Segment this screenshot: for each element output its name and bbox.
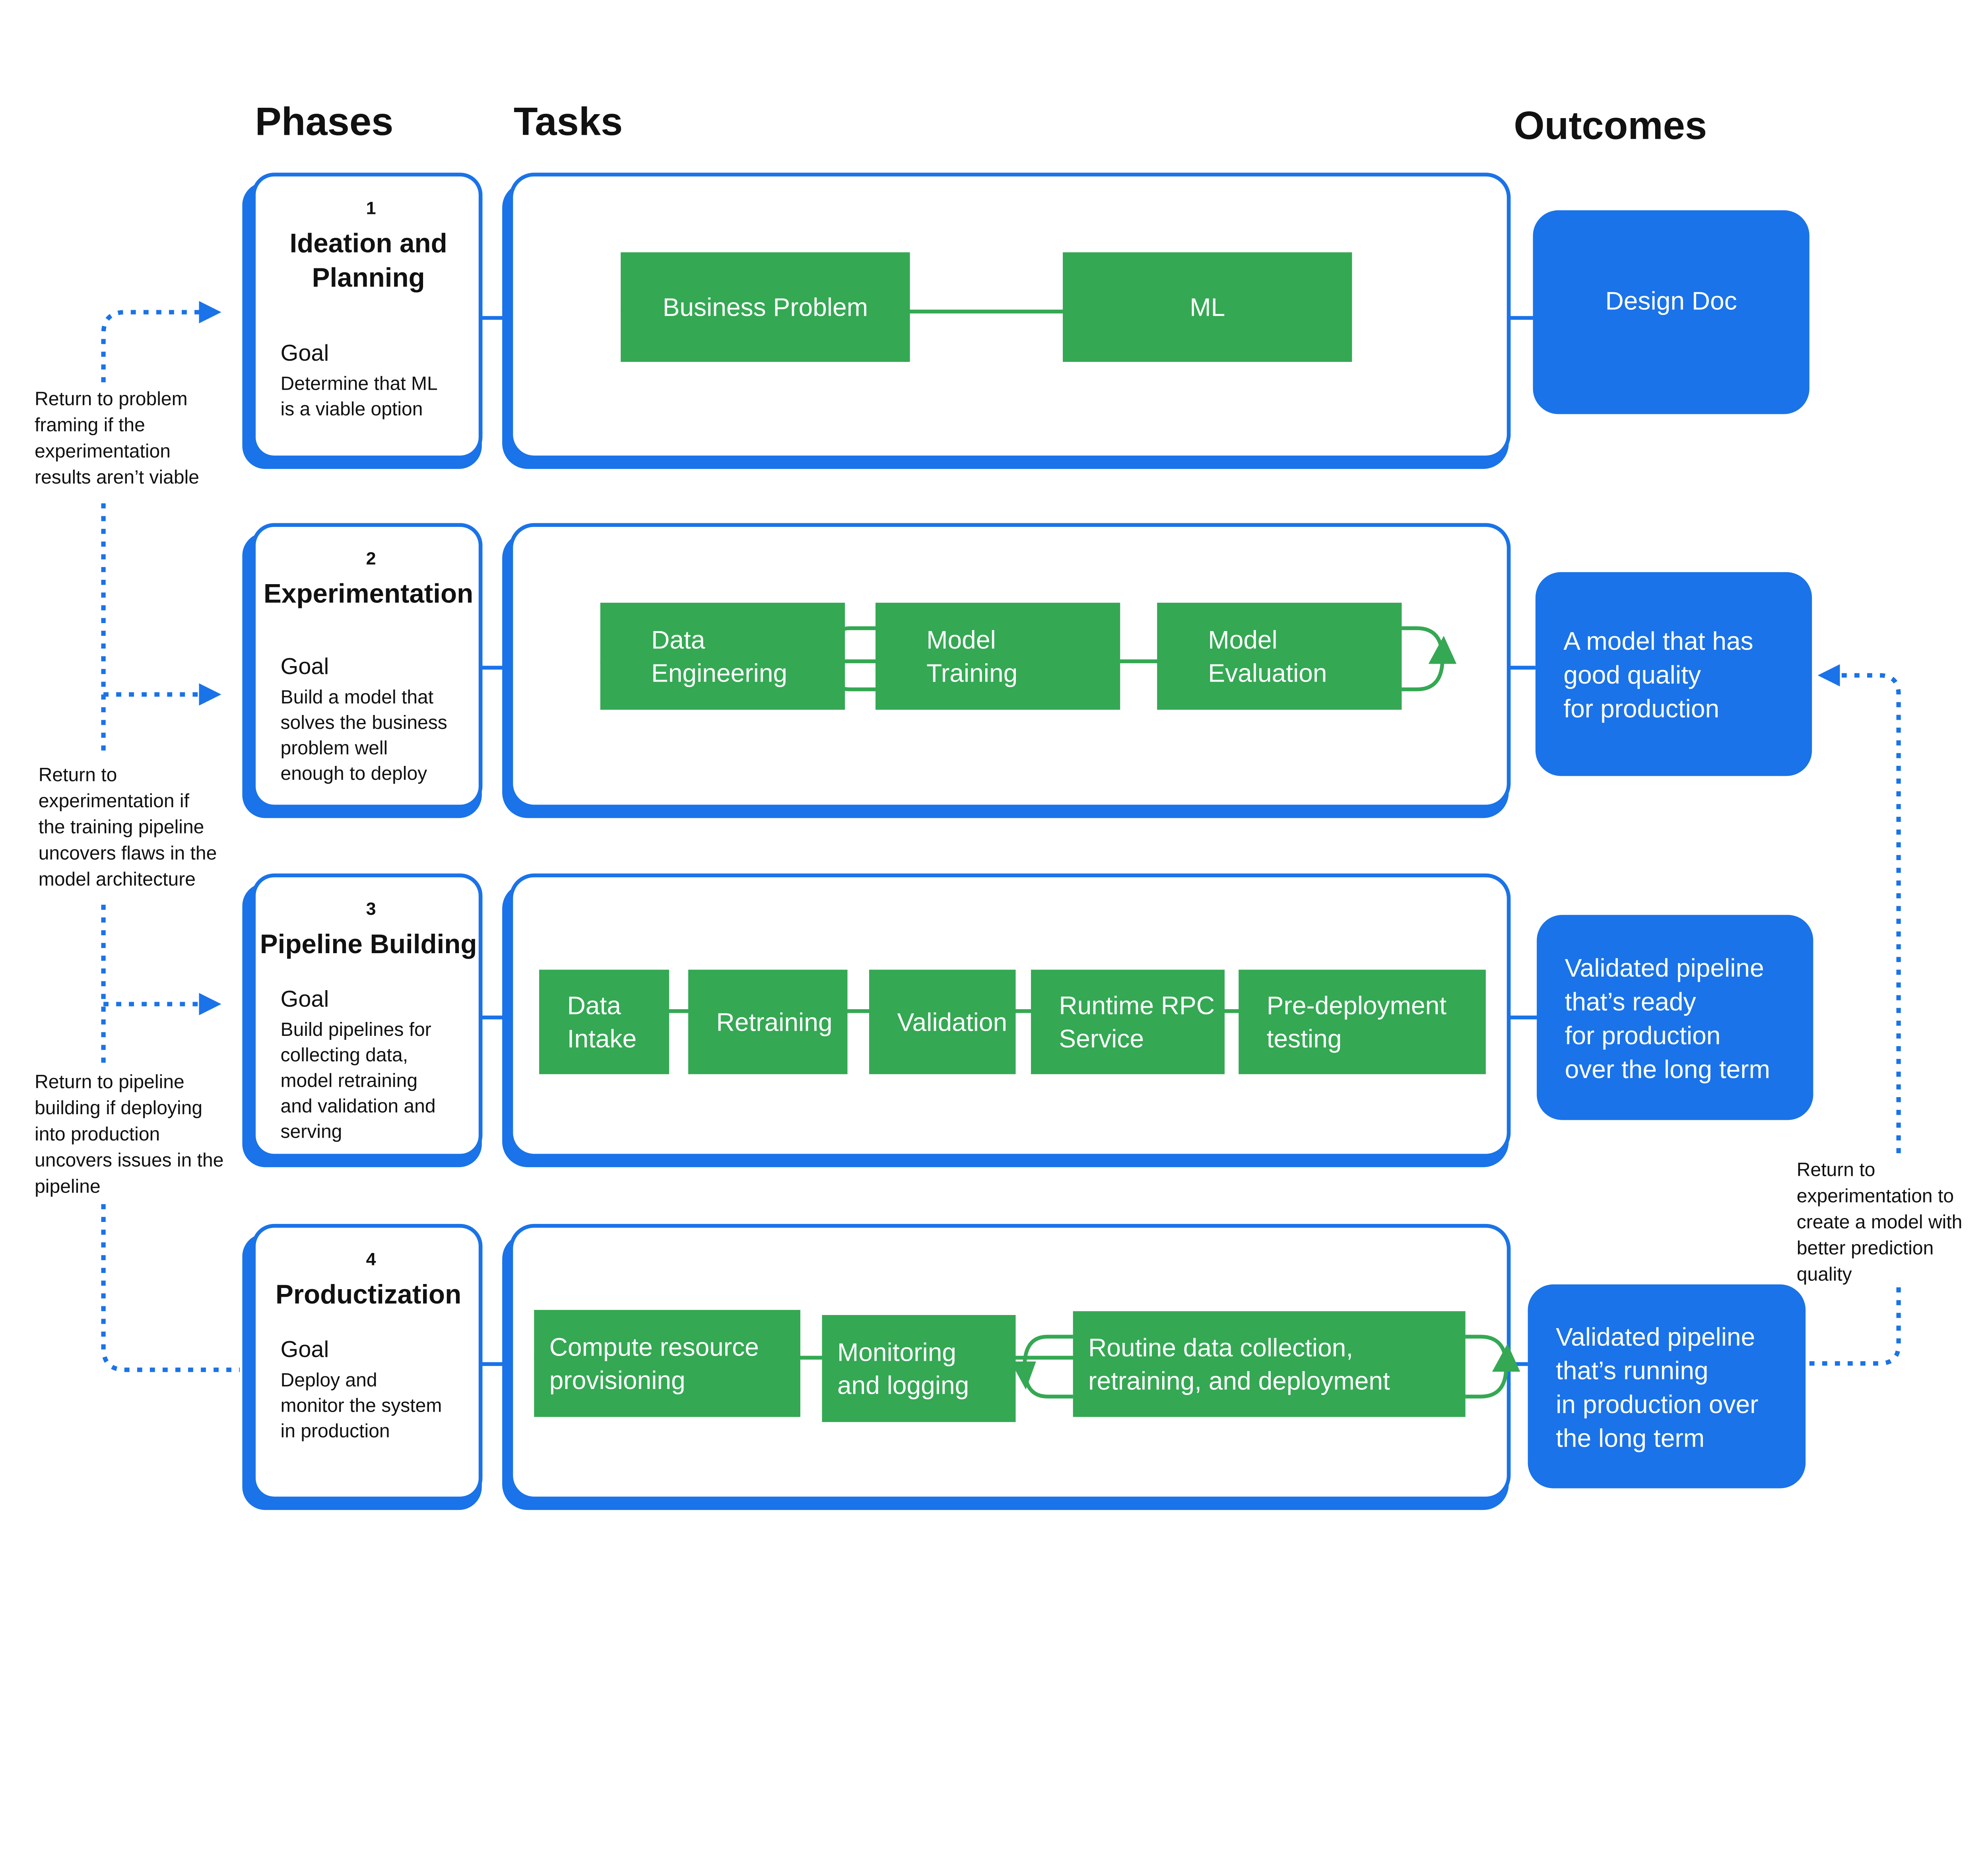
task-box <box>534 1310 800 1417</box>
phase-card <box>252 873 483 1158</box>
feedback-line-from-productization <box>101 1204 240 1372</box>
phase-card <box>252 523 483 809</box>
task-label: Routine data collection,retraining, and … <box>1088 1333 1390 1395</box>
loop-line <box>1465 1366 1508 1399</box>
outcome-card <box>1528 1284 1806 1488</box>
task-box <box>1239 969 1486 1074</box>
feedback-arrow-to-planning <box>101 301 221 383</box>
tasks-header: Tasks <box>514 100 623 144</box>
task-label: Retraining <box>716 1008 832 1036</box>
goal-label: Goal <box>281 986 329 1012</box>
outcomes-header: Outcomes <box>1514 103 1707 148</box>
task-label: Business Problem <box>663 293 868 322</box>
task-box <box>1031 969 1225 1074</box>
phase-card <box>252 173 483 460</box>
outcome-card <box>1537 915 1813 1120</box>
task-box <box>600 602 845 710</box>
loop-arrow-up-icon <box>1492 1344 1520 1372</box>
task-box <box>539 969 669 1074</box>
outcome-card <box>1533 210 1809 414</box>
loop-arrow-up-icon <box>1428 635 1457 664</box>
feedback-arrow-to-better-model <box>1817 664 1901 1153</box>
phase-title: Productization <box>276 1280 461 1309</box>
loop-line <box>1023 1335 1073 1367</box>
loop-line <box>1402 659 1444 692</box>
phase-number: 2 <box>366 548 376 569</box>
phase-number: 1 <box>366 198 376 218</box>
task-box <box>688 969 848 1074</box>
outcome-text: Design Doc <box>1606 287 1737 315</box>
goal-label: Goal <box>281 1337 329 1362</box>
loop-arrow-down-icon <box>1010 1361 1036 1390</box>
phase-title: Pipeline Building <box>260 929 477 959</box>
task-box <box>1157 602 1402 710</box>
phases-header: Phases <box>255 100 393 144</box>
phase-card <box>252 1224 483 1501</box>
task-box <box>621 252 910 362</box>
task-box <box>869 969 1016 1074</box>
phase-number: 4 <box>366 1249 376 1269</box>
feedback-line <box>1809 1280 1901 1366</box>
phase-number: 3 <box>366 899 376 919</box>
task-box <box>1063 252 1352 362</box>
phase-title: Experimentation <box>264 579 473 609</box>
outcome-card <box>1535 572 1812 776</box>
task-box <box>875 602 1120 710</box>
task-box <box>822 1315 1016 1422</box>
goal-label: Goal <box>281 340 329 366</box>
task-label: Validation <box>897 1008 1007 1036</box>
task-label: ML <box>1190 293 1225 322</box>
goal-label: Goal <box>281 654 329 679</box>
task-card <box>509 173 1511 460</box>
task-box <box>1073 1311 1466 1417</box>
